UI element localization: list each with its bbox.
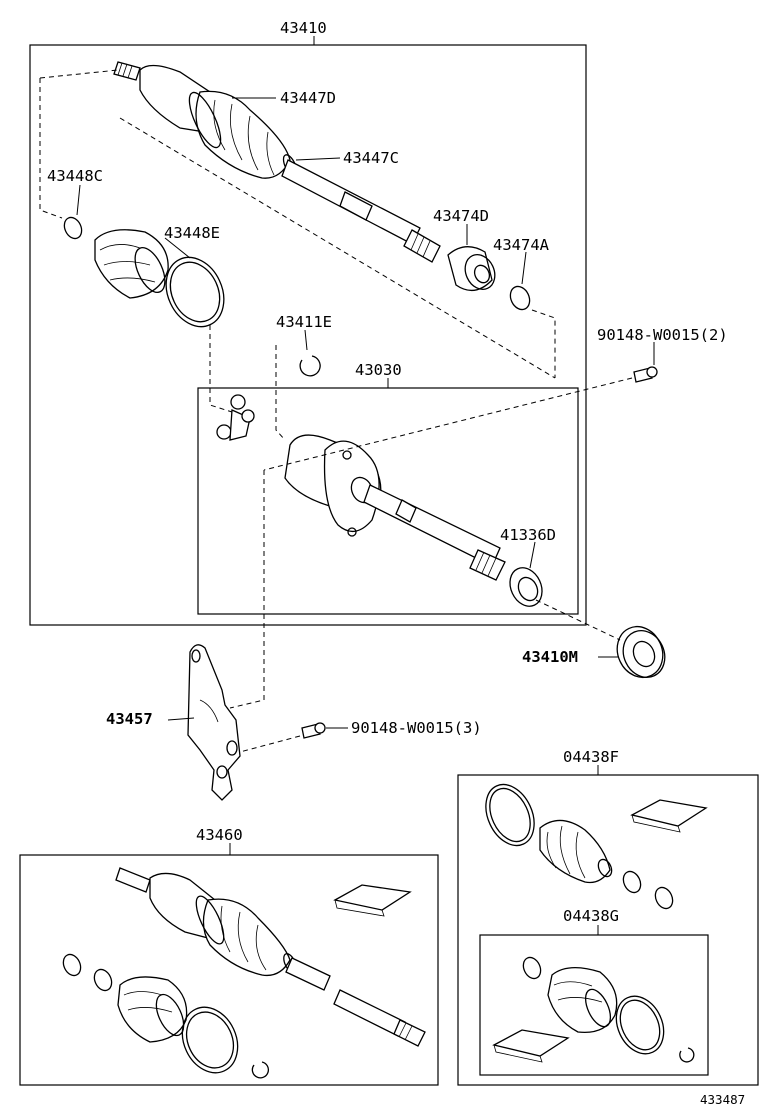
group-box-43460 [19,854,439,1086]
bolt-bottom [301,722,326,739]
drawing-number: 433487 [700,1092,745,1107]
label-43448E[interactable]: 43448E [164,224,220,242]
group-04438G: 04438G [479,907,709,1076]
label-43411E[interactable]: 43411E [276,313,332,331]
snap-ring-43411E [299,355,321,377]
group-43030: 43030 [197,361,579,615]
label-bolt-top[interactable]: 90148-W0015(2) [597,326,728,344]
label-43448C[interactable]: 43448C [47,167,103,185]
boot-kit-outboard-drawing [485,783,708,910]
label-43447D[interactable]: 43447D [280,89,336,107]
inboard-housing-drawing [284,434,506,581]
group-box-04438F [457,774,759,1086]
outboard-shaft-drawing [113,61,441,263]
label-43460[interactable]: 43460 [196,826,243,844]
boot-inboard [94,229,169,299]
group-box-04438G [479,934,709,1076]
label-43457[interactable]: 43457 [106,710,153,728]
damper-43474D [447,246,496,292]
label-43410[interactable]: 43410 [280,19,327,37]
label-43474D[interactable]: 43474D [433,207,489,225]
tripod-joint [216,394,255,441]
seal-41336D [509,567,543,607]
label-04438G[interactable]: 04438G [563,907,619,925]
label-43410M[interactable]: 43410M [522,648,578,666]
label-43030[interactable]: 43030 [355,361,402,379]
label-41336D[interactable]: 41336D [500,526,556,544]
bearing-43410M [616,626,666,678]
clamp-43448E [165,256,225,328]
label-43447C[interactable]: 43447C [343,149,399,167]
group-43460: 43460 [19,826,439,1086]
clamp-43448C [63,216,83,240]
label-43474A[interactable]: 43474A [493,236,550,254]
alt-shaft-drawing [62,867,426,1079]
label-bolt-bottom[interactable]: 90148-W0015(3) [351,719,482,737]
label-04438F[interactable]: 04438F [563,748,619,766]
bolt-top [633,366,658,383]
group-box-43410 [29,44,587,626]
clamp-43474A [509,285,531,311]
boot-kit-inboard-drawing [492,956,695,1063]
group-04438F: 04438F [457,748,759,1086]
bracket-43457 [187,644,241,801]
group-43410: 43410 [29,19,587,626]
